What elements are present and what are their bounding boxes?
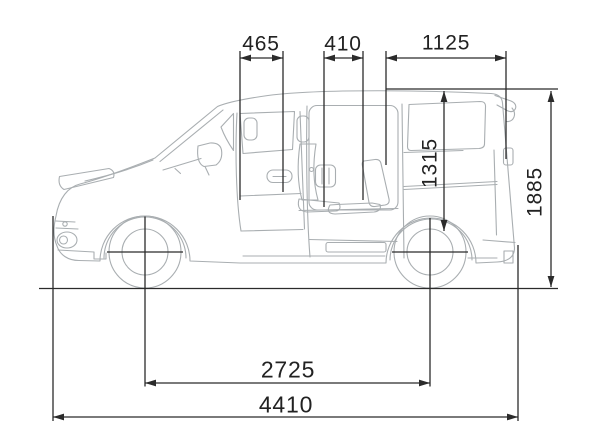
sliding-door-aperture — [308, 104, 399, 211]
rear-body-creases — [403, 180, 498, 191]
sliding-door-handle — [314, 164, 337, 188]
headlight — [58, 167, 115, 191]
hood-crease — [84, 159, 154, 182]
mud-flap — [503, 250, 514, 264]
dim-1125-lines — [385, 51, 507, 165]
van-body-drawing — [53, 90, 517, 289]
rear-bumper-step — [467, 239, 516, 259]
rear-door-seam — [493, 149, 498, 236]
front-seat — [296, 115, 341, 213]
side-mirror — [197, 142, 223, 176]
fog-lamp-inner — [58, 235, 69, 245]
front-lip — [57, 249, 107, 260]
sliding-door-handle-bars — [321, 167, 330, 185]
dimension-lines — [39, 51, 558, 421]
grille-slats — [55, 220, 79, 230]
dim-410-lines — [323, 51, 364, 207]
roof-spoiler — [494, 94, 517, 113]
dim-465-lines — [239, 51, 284, 200]
front-door-window — [239, 110, 296, 155]
rear-washer — [505, 107, 515, 123]
front-door-handle — [266, 169, 293, 184]
fog-lamp — [56, 231, 78, 249]
windshield-inner-line — [159, 109, 224, 163]
dim-4410-label: 4410 — [258, 391, 314, 418]
dim-4410-lines — [52, 216, 519, 421]
tail-lamp — [502, 147, 514, 166]
quarter-glass — [220, 112, 235, 152]
front-door-crease — [239, 192, 304, 232]
dim-1315-label: 1315 — [418, 138, 442, 188]
rear-quarter-window — [406, 100, 487, 152]
rear-arch-lip — [389, 218, 473, 261]
passenger-headrest — [243, 117, 258, 141]
sliding-door-lower-crease — [308, 238, 398, 243]
door-step — [325, 241, 387, 253]
front-door-front-seam — [235, 112, 242, 232]
dim-410-label: 410 — [324, 32, 362, 56]
dim-1125-label: 1125 — [421, 31, 471, 55]
sliding-door-front-edge — [306, 105, 311, 258]
sliding-door-rail — [403, 149, 464, 154]
door-keyhole — [308, 166, 315, 173]
front-sensor — [62, 221, 68, 227]
rear-bench-seat — [298, 158, 399, 215]
dim-2725-label: 2725 — [260, 356, 316, 383]
sliding-door-rear-edge — [401, 103, 405, 259]
dim-465-label: 465 — [242, 32, 280, 56]
body-outline — [53, 90, 516, 264]
dim-1885-label: 1885 — [523, 167, 547, 217]
b-pillar-seam — [299, 110, 306, 230]
wiper — [162, 157, 202, 175]
wheel-centerlines — [107, 216, 468, 387]
